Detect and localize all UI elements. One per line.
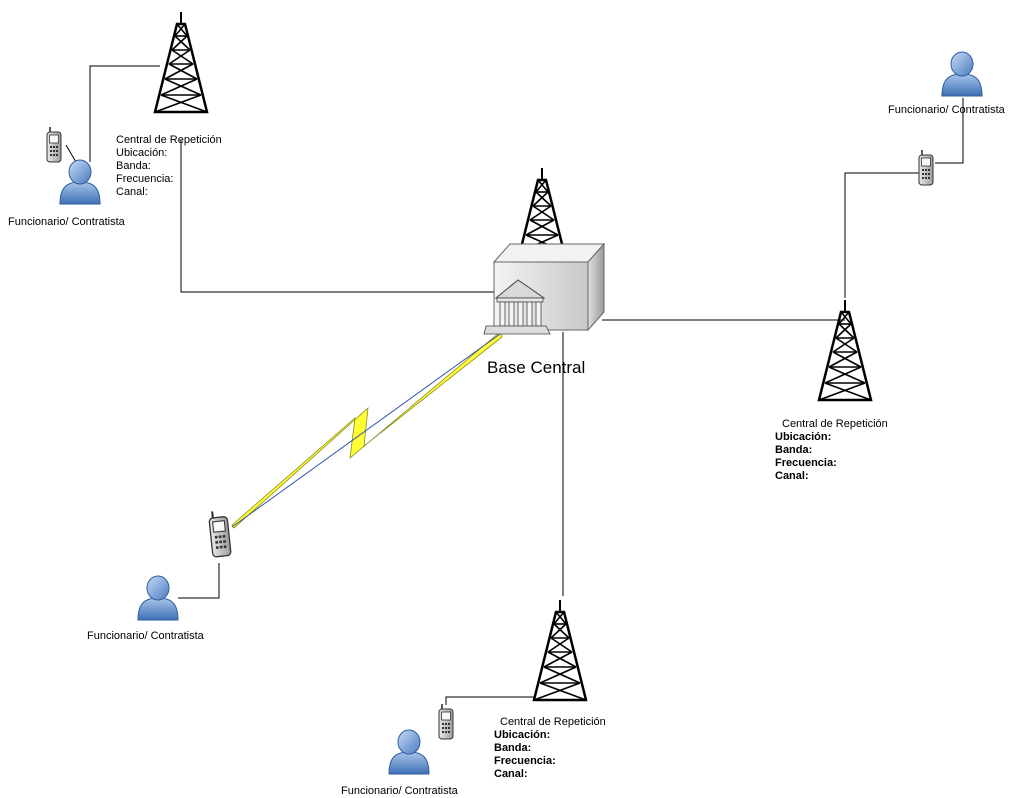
repeater-label-right: Central de Repetición Ubicación: Banda: … — [775, 418, 888, 483]
connector-right-user — [935, 98, 964, 164]
person-icon — [941, 51, 983, 97]
connector-tl-phone — [65, 144, 77, 163]
connector-phone-user — [178, 563, 220, 599]
user-label-top-left: Funcionario/ Contratista — [8, 216, 125, 228]
repeater-field-location: Ubicación: — [494, 729, 551, 741]
repeater-field-channel: Canal: — [494, 768, 528, 780]
repeater-field-band: Banda: — [116, 160, 151, 172]
repeater-field-band: Banda: — [494, 742, 532, 754]
repeater-field-frequency: Frecuencia: — [775, 457, 837, 469]
person-icon — [137, 575, 179, 621]
phone-icon — [918, 149, 934, 186]
connector-bottom-phone — [445, 696, 534, 705]
repeater-title: Central de Repetición — [782, 418, 888, 430]
connector-tl-user — [89, 65, 160, 162]
phone-icon — [438, 703, 454, 740]
repeater-label-top-left: Central de Repetición Ubicación: Banda: … — [116, 134, 222, 199]
repeater-field-band: Banda: — [775, 444, 813, 456]
connection-lines — [65, 65, 964, 705]
connector-right-phone — [844, 172, 920, 298]
tower-icon — [153, 10, 209, 114]
tower-icon — [817, 298, 873, 402]
repeater-label-bottom: Central de Repetición Ubicación: Banda: … — [494, 716, 606, 781]
user-label-bottom: Funcionario/ Contratista — [341, 785, 458, 797]
tower-icon — [532, 598, 588, 702]
phone-icon — [207, 508, 233, 559]
person-icon — [388, 729, 430, 775]
repeater-title: Central de Repetición — [116, 134, 222, 146]
repeater-field-location: Ubicación: — [775, 431, 832, 443]
user-label-top-right: Funcionario/ Contratista — [888, 104, 1005, 116]
base-central-label: Base Central — [487, 358, 586, 377]
repeater-field-frequency: Frecuencia: — [494, 755, 556, 767]
connector-tl-base — [180, 140, 500, 293]
user-label-bottom-left: Funcionario/ Contratista — [87, 630, 204, 642]
repeater-field-frequency: Frecuencia: — [116, 173, 174, 185]
lightning-icon — [231, 331, 503, 529]
repeater-field-channel: Canal: — [775, 470, 809, 482]
repeater-field-channel: Canal: — [116, 186, 148, 198]
phone-icon — [46, 126, 62, 163]
person-icon — [59, 159, 101, 205]
building-icon — [483, 242, 606, 335]
repeater-field-location: Ubicación: — [116, 147, 168, 159]
repeater-title: Central de Repetición — [500, 716, 606, 728]
